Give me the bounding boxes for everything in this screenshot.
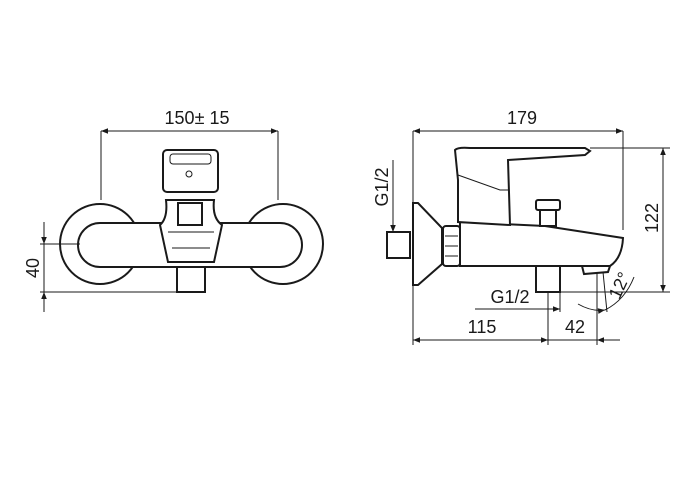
side-diverter-knob <box>535 199 561 211</box>
side-lever-handle <box>453 146 592 227</box>
angle-arc <box>604 276 635 311</box>
front-view: 150± 15 40 <box>23 108 324 312</box>
inlet-connector <box>386 231 411 259</box>
wall-flange <box>412 202 443 286</box>
height-dimension-label: 122 <box>642 203 662 233</box>
side-outlet-connector <box>535 265 561 293</box>
depth-dimension-label: 40 <box>23 258 43 278</box>
mixer-center <box>158 199 224 263</box>
spout-angle-label: 12° <box>605 269 635 302</box>
length-dimension-label: 179 <box>507 108 537 128</box>
aerator <box>580 265 612 276</box>
outlet-thread-label: G1/2 <box>490 287 529 307</box>
outlet-connector <box>176 266 206 293</box>
diverter-stem <box>539 209 557 227</box>
outlet-distance-label: 115 <box>468 317 497 337</box>
side-view: 179 122 G1/2 G1/2 115 42 12° <box>372 108 670 345</box>
spout-body <box>459 220 625 267</box>
width-dimension-label: 150± 15 <box>165 108 230 128</box>
diverter-knob <box>177 202 203 226</box>
inlet-thread-label: G1/2 <box>372 167 392 206</box>
spout-offset-label: 42 <box>565 317 585 337</box>
